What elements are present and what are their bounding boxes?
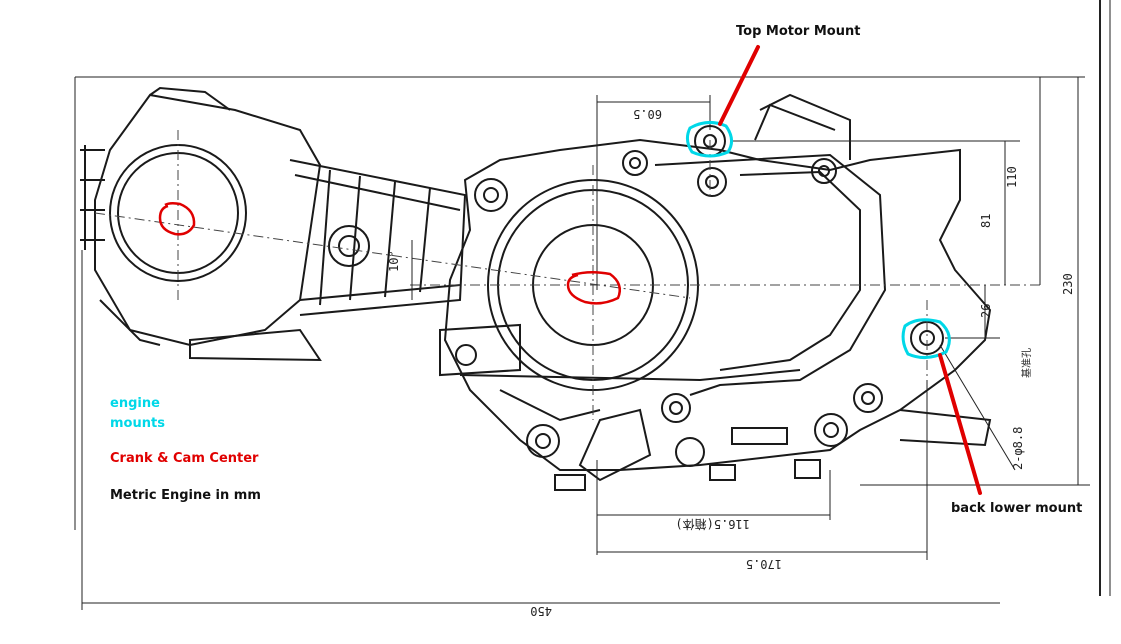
mount-highlights <box>685 121 951 359</box>
crank-center-highlight <box>566 271 621 305</box>
top-mount-highlight <box>685 121 733 158</box>
dim-60-5: 60.5 <box>633 107 662 121</box>
dim-170-5: 170.5 <box>746 557 782 571</box>
legend: engine mounts Crank & Cam Center Metric … <box>110 396 261 503</box>
legend-crank-cam: Crank & Cam Center <box>110 451 259 466</box>
dim-ref: 基准孔 <box>1020 348 1033 378</box>
dim-26: 26 <box>979 304 993 318</box>
lower-mount-highlight <box>901 318 951 359</box>
legend-units: Metric Engine in mm <box>110 488 261 503</box>
pointer-lines <box>718 45 982 495</box>
dim-10-deg: 10° <box>387 250 401 272</box>
center-lines <box>94 100 1040 420</box>
dim-116-5: 116.5(箱体) <box>675 517 750 532</box>
legend-engine-mounts-line1: engine <box>110 396 160 411</box>
page-frame <box>74 0 1111 596</box>
top-mount-pointer <box>718 45 760 126</box>
lower-mount-pointer <box>938 353 982 495</box>
center-highlights <box>158 201 621 305</box>
cam-center-highlight <box>158 201 196 236</box>
dim-81: 81 <box>979 214 993 228</box>
legend-engine-mounts-line2: mounts <box>110 416 165 431</box>
dim-230: 230 <box>1061 273 1075 295</box>
dim-450: 450 <box>530 604 552 618</box>
dim-hole: 2-φ8.8 <box>1011 427 1025 470</box>
dim-110: 110 <box>1005 166 1019 188</box>
lower-mount-label: back lower mount <box>951 501 1082 516</box>
top-mount-label: Top Motor Mount <box>736 24 860 39</box>
dimension-lines <box>81 77 1090 610</box>
engine-outline <box>80 86 992 491</box>
